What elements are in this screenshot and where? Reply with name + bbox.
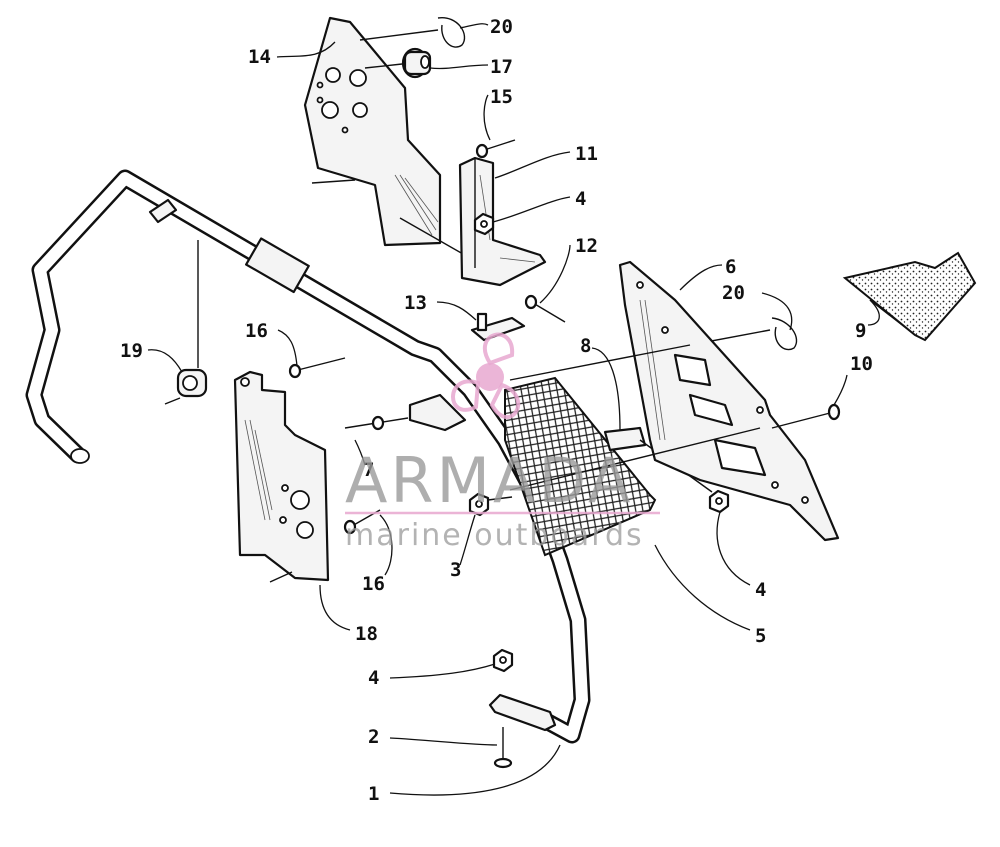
part-5-mesh-grille (504, 376, 657, 557)
callout-8: 8 (580, 335, 591, 357)
armada-watermark: ARMADA marine outboards (345, 332, 660, 553)
watermark-brand: ARMADA (345, 444, 633, 517)
callout-12: 12 (575, 235, 598, 257)
callout-4-lower: 4 (368, 667, 379, 689)
callout-18: 18 (355, 623, 378, 645)
callout-19: 19 (120, 340, 143, 362)
part-1-tubular-bumper-bar (25, 169, 591, 744)
part-17-grommet (364, 47, 432, 79)
part-12-pin (524, 294, 566, 323)
part-4-nut-right (708, 489, 730, 514)
callout-7: 7 (363, 459, 374, 481)
callout-16-lower: 16 (362, 573, 385, 595)
part-16-pin-upper (288, 357, 346, 379)
part-3-nut (468, 492, 513, 517)
callout-10: 10 (850, 353, 873, 375)
part-14-upper-bracket-plate (303, 16, 471, 259)
callout-1: 1 (368, 783, 379, 805)
callout-15: 15 (490, 86, 513, 108)
callout-14: 14 (248, 46, 271, 68)
leader-lines (147, 23, 880, 796)
part-6-side-frame (509, 260, 840, 542)
watermark-tagline: marine outboards (345, 518, 644, 553)
part-1-lower-bracket (488, 693, 557, 732)
callout-5: 5 (755, 625, 766, 647)
callout-4-upper: 4 (575, 188, 586, 210)
part-20-cable-tie-upper (359, 17, 466, 48)
callout-20-lower: 20 (722, 282, 745, 304)
callout-17: 17 (490, 56, 513, 78)
callout-labels: 14 20 17 15 11 4 12 13 6 20 9 10 8 19 16… (120, 16, 873, 805)
callout-6: 6 (725, 256, 736, 278)
callout-16-upper: 16 (245, 320, 268, 342)
part-16-pin-lower (343, 509, 381, 535)
callout-20-upper: 20 (490, 16, 513, 38)
callout-2: 2 (368, 726, 379, 748)
part-18-lower-bracket-plate (233, 370, 330, 583)
part-9-foam-pad (842, 251, 977, 342)
part-19-clamp (164, 368, 208, 405)
callout-9: 9 (855, 320, 866, 342)
part-7-pin (344, 393, 467, 432)
part-11-l-bracket (458, 156, 547, 287)
propeller-logo (451, 332, 521, 420)
callout-11: 11 (575, 143, 598, 165)
callout-4-right: 4 (755, 579, 766, 601)
part-10-screw (771, 403, 841, 429)
callout-13: 13 (404, 292, 427, 314)
callout-3: 3 (450, 559, 461, 581)
part-13-bolt-plate (470, 312, 526, 342)
part-4-nut-upper (473, 212, 495, 236)
part-4-nut-lower (492, 648, 514, 673)
part-2-bolt (493, 727, 513, 769)
part-15-pin (475, 139, 516, 159)
